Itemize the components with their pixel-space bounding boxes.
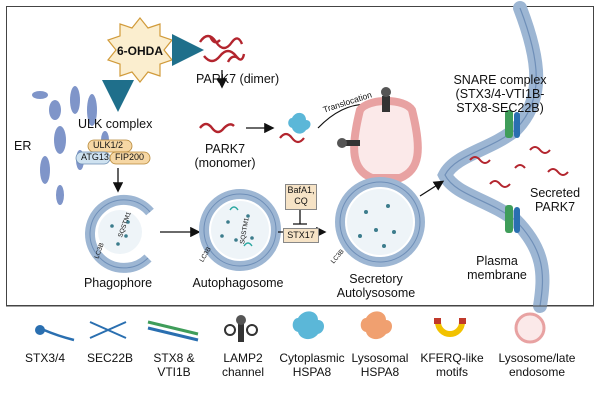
park7-monomer-label-2: (monomer) bbox=[194, 156, 256, 170]
stimulus-burst bbox=[106, 17, 174, 83]
legend-lysosome-line1: Lysosome/late bbox=[498, 351, 576, 365]
legend-label-stx8-vti1b: STX8 & VTI1B bbox=[140, 351, 208, 379]
legend-label-lysosome: Lysosome/late endosome bbox=[490, 351, 584, 379]
secreted-park7-label-2: PARK7 bbox=[534, 200, 576, 214]
ulk12-label: ULK1/2 bbox=[93, 140, 124, 150]
autophagosome bbox=[199, 189, 281, 271]
cq-label: CQ bbox=[294, 196, 308, 206]
lamp2-channel-icon bbox=[381, 87, 391, 112]
legend-stx34-icon bbox=[35, 325, 75, 342]
legend-lysosome-line2: endosome bbox=[508, 365, 566, 379]
er-label: ER bbox=[14, 139, 32, 153]
legend-label-lamp2: LAMP2 channel bbox=[212, 351, 274, 379]
er-structure bbox=[32, 86, 109, 205]
legend-lyso-line1: Lysosomal bbox=[351, 351, 409, 365]
autophagosome-label: Autophagosome bbox=[192, 276, 284, 290]
secretory-autolysosome-label-1: Secretory bbox=[349, 272, 403, 286]
inhibition-bar bbox=[293, 208, 307, 225]
legend-label-kferq: KFERQ-like motifs bbox=[414, 351, 490, 379]
stx17-box: STX17 bbox=[283, 228, 319, 243]
park7-monomer-label-1: PARK7 bbox=[204, 142, 246, 156]
legend-sec22b-icon bbox=[89, 321, 127, 339]
snare-label-1: SNARE complex bbox=[453, 73, 547, 87]
plasma-membrane-label-1: Plasma bbox=[476, 254, 518, 268]
legend-cyto-line1: Cytoplasmic bbox=[279, 351, 345, 365]
legend-lyso-line2: HSPA8 bbox=[360, 365, 400, 379]
legend-lysosomal-hspa8-icon bbox=[360, 311, 392, 340]
secretory-autolysosome-label-2: Autolysosome bbox=[336, 286, 416, 300]
legend-kferq-icon bbox=[434, 318, 466, 337]
park7-dimer-label: PARK7 (dimer) bbox=[196, 72, 280, 86]
legend-lysosome-icon bbox=[514, 312, 546, 344]
snare-label-2: (STX3/4-VTI1B- bbox=[455, 87, 545, 101]
park7-hspa8-complex bbox=[279, 112, 311, 144]
ulk-complex-label: ULK complex bbox=[78, 117, 153, 131]
legend-kferq-line1: KFERQ-like bbox=[420, 351, 484, 365]
legend-cytoplasmic-hspa8-icon bbox=[292, 311, 324, 340]
legend-label-stx34: STX3/4 bbox=[14, 351, 76, 365]
legend-cyto-line2: HSPA8 bbox=[292, 365, 332, 379]
ulk12-box bbox=[87, 139, 133, 153]
legend-label-lyso-hspa8: Lysosomal HSPA8 bbox=[344, 351, 416, 379]
legend-lamp2-line1: LAMP2 bbox=[223, 351, 263, 365]
lamp2-channel-left-icon bbox=[337, 138, 360, 148]
secretory-autolysosome bbox=[335, 177, 425, 267]
secreted-park7-icons bbox=[469, 146, 569, 188]
secreted-park7-label-1: Secreted bbox=[529, 186, 581, 200]
legend-label-sec22b: SEC22B bbox=[82, 351, 138, 365]
snare-complex-icon bbox=[505, 110, 520, 233]
arrow-autolysosome-membrane bbox=[419, 180, 445, 197]
legend-lamp2-line2: channel bbox=[221, 365, 265, 379]
stimulus-label: 6-OHDA bbox=[116, 44, 163, 58]
legend-label-cyto-hspa8: Cytoplasmic HSPA8 bbox=[274, 351, 350, 379]
park7-monomer-icon bbox=[199, 122, 235, 134]
fip200-box bbox=[109, 151, 151, 165]
fip200-label: FIP200 bbox=[115, 152, 145, 162]
legend-sec22b-line1: SEC22B bbox=[86, 351, 134, 365]
legend-stx8-line1: STX8 & bbox=[153, 351, 195, 365]
legend-kferq-line2: motifs bbox=[435, 365, 468, 379]
legend-stx34-line1: STX3/4 bbox=[24, 351, 66, 365]
plasma-membrane bbox=[437, 1, 550, 313]
phagophore bbox=[85, 194, 154, 273]
phagophore-label: Phagophore bbox=[83, 276, 153, 290]
snare-label-3: STX8-SEC22B) bbox=[456, 101, 544, 115]
plasma-membrane-label-2: membrane bbox=[467, 268, 527, 282]
bafa1-label: BafA1, bbox=[287, 185, 315, 195]
park7-dimer-icon bbox=[199, 34, 246, 63]
lysosome-upper bbox=[350, 97, 422, 182]
legend-stx8-line2: VTI1B bbox=[157, 365, 191, 379]
bafa1-cq-box: BafA1, CQ bbox=[285, 184, 317, 210]
legend-stx8-vti1b-icon bbox=[147, 320, 199, 342]
legend-lamp2-icon bbox=[224, 315, 258, 342]
atg13-label: ATG13 bbox=[81, 152, 109, 162]
